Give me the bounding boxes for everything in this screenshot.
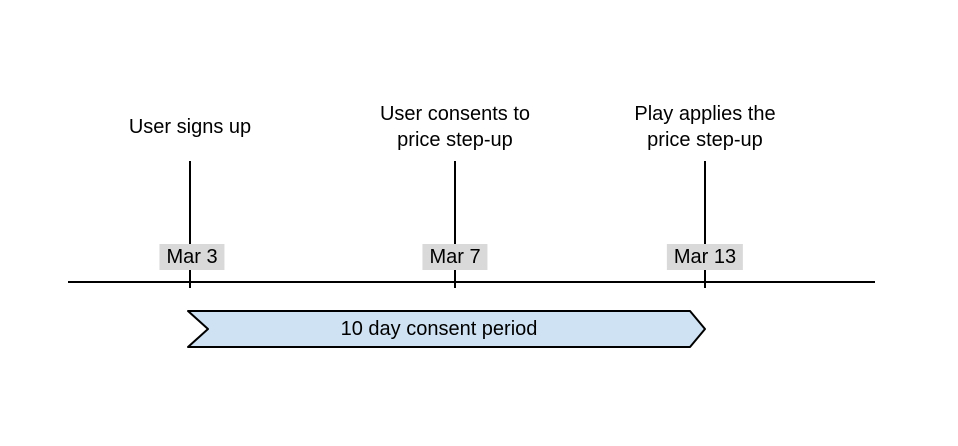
event-date-chip: Mar 3 (159, 244, 225, 270)
event-label: User signs up (128, 116, 252, 138)
event-label: User consents to price step-up (379, 103, 531, 151)
event-tick-line (454, 161, 456, 288)
event-date-chip: Mar 13 (666, 244, 744, 270)
event-date-chip: Mar 7 (422, 244, 488, 270)
consent-period-label: 10 day consent period (340, 318, 538, 340)
timeline-axis (68, 281, 875, 283)
event-label: Play applies the price step-up (634, 103, 776, 151)
event-tick-line (704, 161, 706, 288)
event-tick-line (189, 161, 191, 288)
